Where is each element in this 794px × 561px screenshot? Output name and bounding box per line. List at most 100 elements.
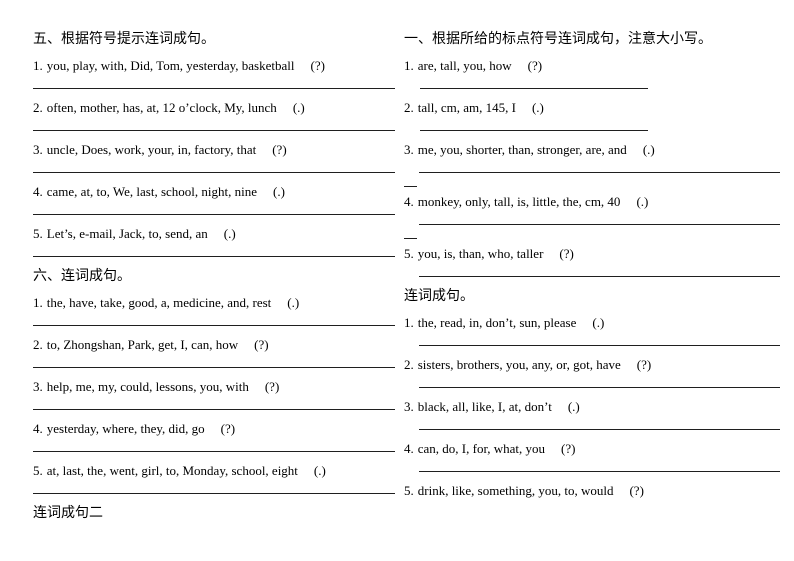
- exercise-item: 4.came, at, to, We, last, school, night,…: [33, 183, 395, 215]
- answer-line: [419, 471, 780, 472]
- item-number: 2.: [404, 357, 414, 372]
- item-words: drink, like, something, you, to, would: [417, 483, 614, 498]
- answer-line: [419, 429, 780, 430]
- item-text: 2.sisters, brothers, you, any, or, got, …: [404, 356, 780, 374]
- exercise-item: 3.help, me, my, could, lessons, you, wit…: [33, 378, 395, 410]
- exercise-item: 2.tall, cm, am, 145, I(.): [404, 99, 780, 131]
- exercise-item: 2.sisters, brothers, you, any, or, got, …: [404, 356, 780, 388]
- item-words: often, mother, has, at, 12 o’clock, My, …: [46, 100, 277, 115]
- item-number: 4.: [33, 184, 43, 199]
- item-punctuation-hint: (.): [313, 463, 326, 478]
- item-text: 5.drink, like, something, you, to, would…: [404, 482, 780, 500]
- answer-line: [419, 224, 780, 225]
- item-punctuation-hint: (?): [264, 379, 280, 394]
- answer-line: [33, 130, 395, 131]
- item-punctuation-hint: (?): [561, 441, 576, 456]
- item-number: 3.: [404, 142, 414, 157]
- item-text: 4.monkey, only, tall, is, little, the, c…: [404, 193, 780, 211]
- left-column: 五、根据符号提示连词成句。1.you, play, with, Did, Tom…: [33, 30, 395, 561]
- exercise-item: 5.you, is, than, who, taller (?): [404, 245, 780, 277]
- item-number: 5.: [33, 226, 43, 241]
- item-text: 1.you, play, with, Did, Tom, yesterday, …: [33, 57, 395, 75]
- item-text: 3.black, all, like, I, at, don’t(.): [404, 398, 780, 416]
- answer-line: [33, 451, 395, 452]
- answer-line: [419, 276, 780, 277]
- item-words: the, read, in, don’t, sun, please: [417, 315, 577, 330]
- item-punctuation-hint: (.): [531, 100, 544, 115]
- item-punctuation-hint: (.): [223, 226, 236, 241]
- item-punctuation-hint: (.): [642, 142, 655, 157]
- item-number: 1.: [404, 315, 414, 330]
- item-text: 4.can, do, I, for, what, you(?): [404, 440, 780, 458]
- exercise-item: 1.you, play, with, Did, Tom, yesterday, …: [33, 57, 395, 89]
- item-text: 5.at, last, the, went, girl, to, Monday,…: [33, 462, 395, 480]
- answer-line: [33, 493, 395, 494]
- item-words: Let’s, e-mail, Jack, to, send, an: [46, 226, 208, 241]
- item-number: 4.: [404, 441, 414, 456]
- exercise-item: 3.me, you, shorter, than, stronger, are,…: [404, 141, 780, 187]
- item-punctuation-hint: (?): [636, 357, 652, 372]
- item-punctuation-hint: (?): [220, 421, 236, 436]
- answer-line: [33, 325, 395, 326]
- item-text: 1.the, have, take, good, a, medicine, an…: [33, 294, 395, 312]
- item-punctuation-hint: (.): [273, 184, 285, 199]
- item-words: help, me, my, could, lessons, you, with: [46, 379, 249, 394]
- item-words: the, have, take, good, a, medicine, and,…: [46, 295, 272, 310]
- item-number: 3.: [404, 399, 414, 414]
- item-words: monkey, only, tall, is, little, the, cm,…: [417, 194, 621, 209]
- item-punctuation-hint: (.): [592, 315, 605, 330]
- item-text: 5.Let’s, e-mail, Jack, to, send, an (.): [33, 225, 395, 243]
- item-punctuation-hint: (?): [559, 246, 574, 261]
- answer-line: [33, 214, 395, 215]
- section-title: 一、根据所给的标点符号连词成句，注意大小写。: [404, 32, 712, 47]
- item-punctuation-hint: (.): [287, 295, 300, 310]
- answer-line: [419, 345, 780, 346]
- item-text: 4.came, at, to, We, last, school, night,…: [33, 183, 395, 201]
- exercise-item: 5.at, last, the, went, girl, to, Monday,…: [33, 462, 395, 494]
- item-words: you, is, than, who, taller: [417, 246, 544, 261]
- item-number: 5.: [404, 483, 414, 498]
- section-title: 连词成句二: [33, 506, 103, 521]
- item-punctuation-hint: (.): [292, 100, 305, 115]
- item-number: 2.: [33, 337, 43, 352]
- item-number: 2.: [33, 100, 43, 115]
- item-text: 1.the, read, in, don’t, sun, please (.): [404, 314, 780, 332]
- item-words: me, you, shorter, than, stronger, are, a…: [417, 142, 627, 157]
- item-words: black, all, like, I, at, don’t: [417, 399, 552, 414]
- item-text: 2.to, Zhongshan, Park, get, I, can, how(…: [33, 336, 395, 354]
- item-words: are, tall, you, how: [417, 58, 512, 73]
- section-title: 连词成句。: [404, 289, 474, 304]
- item-words: at, last, the, went, girl, to, Monday, s…: [46, 463, 298, 478]
- exercise-item: 3.uncle, Does, work, your, in, factory, …: [33, 141, 395, 173]
- exercise-item: 5.drink, like, something, you, to, would…: [404, 482, 780, 500]
- item-text: 4.yesterday, where, they, did, go (?): [33, 420, 395, 438]
- answer-line: [33, 256, 395, 257]
- item-punctuation-hint: (?): [527, 58, 543, 73]
- answer-line: [33, 172, 395, 173]
- item-number: 5.: [404, 246, 414, 261]
- exercise-item: 4.monkey, only, tall, is, little, the, c…: [404, 193, 780, 239]
- item-words: sisters, brothers, you, any, or, got, ha…: [417, 357, 621, 372]
- item-punctuation-hint: (?): [629, 483, 644, 498]
- item-words: to, Zhongshan, Park, get, I, can, how: [46, 337, 239, 352]
- answer-line: [419, 387, 780, 388]
- exercise-item: 2.often, mother, has, at, 12 o’clock, My…: [33, 99, 395, 131]
- item-number: 4.: [33, 421, 43, 436]
- exercise-item: 2.to, Zhongshan, Park, get, I, can, how(…: [33, 336, 395, 368]
- item-text: 3.help, me, my, could, lessons, you, wit…: [33, 378, 395, 396]
- item-number: 1.: [33, 58, 43, 73]
- answer-line: [33, 367, 395, 368]
- item-number: 4.: [404, 194, 414, 209]
- section-title: 六、连词成句。: [33, 269, 131, 284]
- item-punctuation-hint: (?): [310, 58, 325, 73]
- answer-line: [419, 172, 780, 173]
- item-words: yesterday, where, they, did, go: [46, 421, 205, 436]
- exercise-item: 1.the, have, take, good, a, medicine, an…: [33, 294, 395, 326]
- item-number: 2.: [404, 100, 414, 115]
- exercise-item: 3.black, all, like, I, at, don’t(.): [404, 398, 780, 430]
- answer-line-wrap: [404, 186, 417, 187]
- exercise-item: 1.the, read, in, don’t, sun, please (.): [404, 314, 780, 346]
- exercise-item: 1.are, tall, you, how(?): [404, 57, 780, 89]
- item-number: 1.: [33, 295, 43, 310]
- item-words: uncle, Does, work, your, in, factory, th…: [46, 142, 257, 157]
